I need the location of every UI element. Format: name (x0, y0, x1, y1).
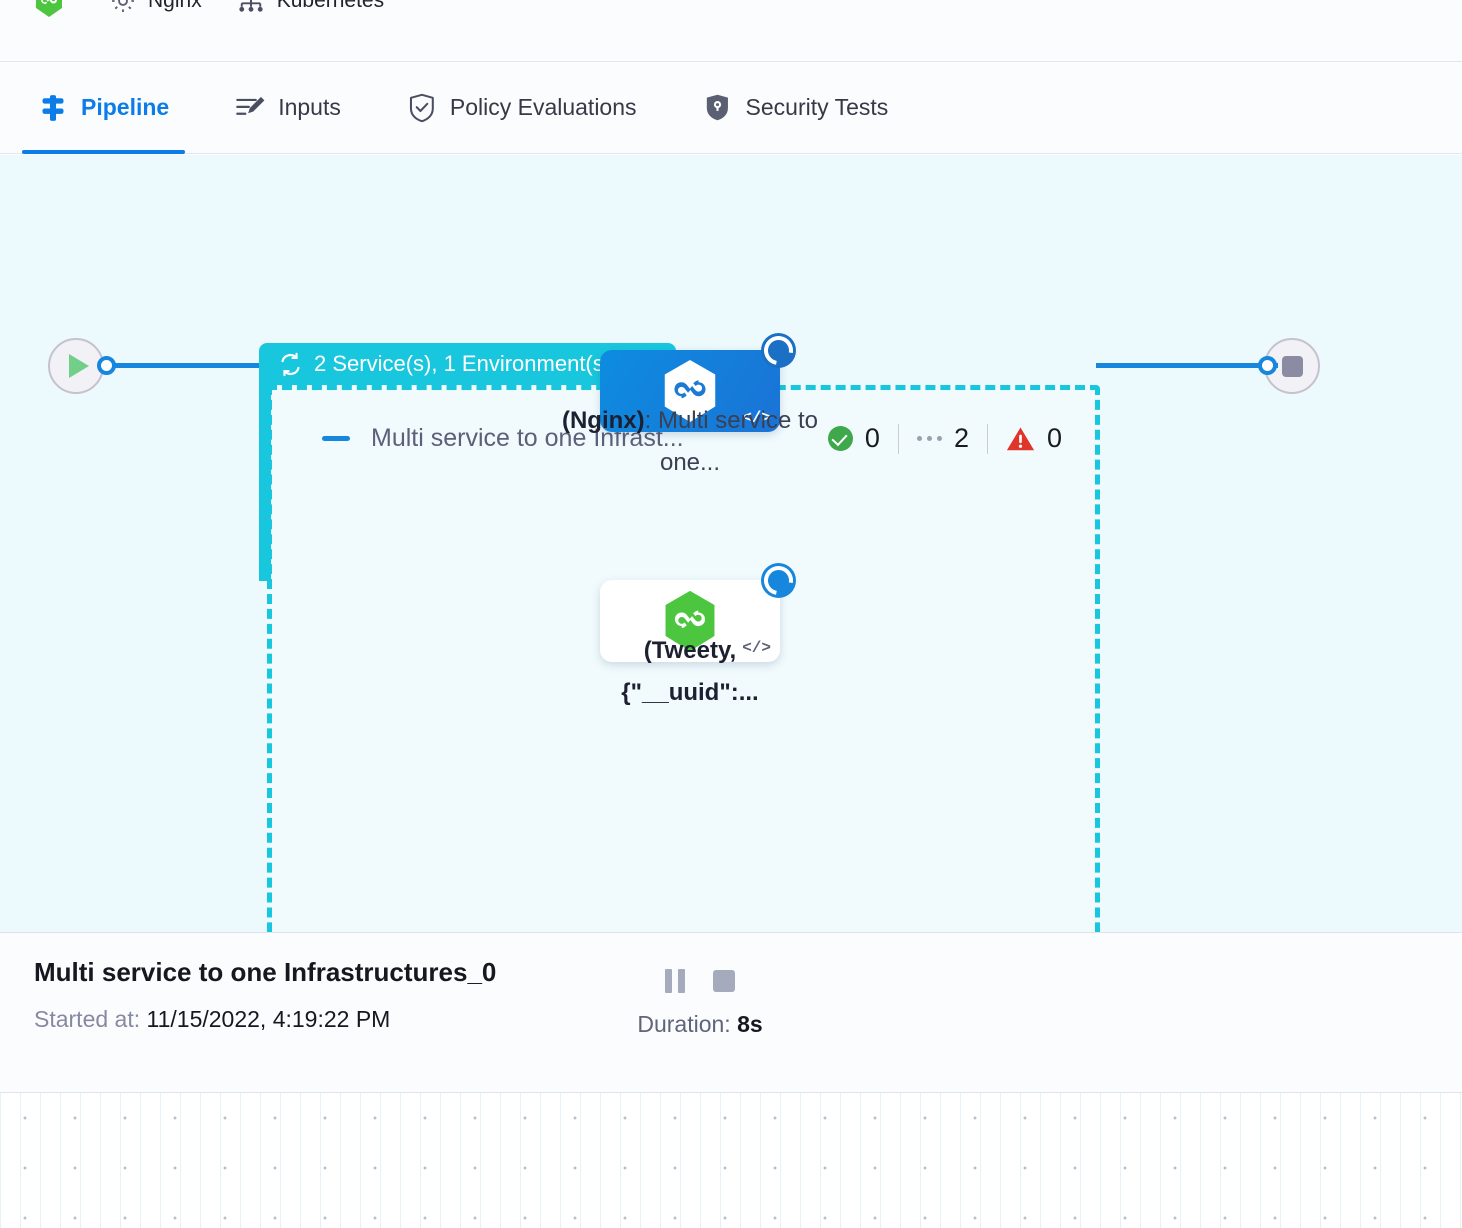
breadcrumb-item-environment[interactable]: Kubernetes (236, 0, 384, 16)
nginx-node-label-rest: : Multi service to one... (644, 407, 819, 476)
status-success: 0 (827, 423, 898, 454)
status-error-count: 0 (1046, 423, 1062, 453)
tab-pipeline-label: Pipeline (81, 94, 170, 120)
tab-bar: Pipeline Inputs Policy Evaluations (0, 62, 1462, 154)
edge-group-to-end (1096, 363, 1278, 368)
hexagon-infinity-green-icon (660, 589, 720, 653)
status-success-count: 0 (864, 423, 880, 453)
shield-security-icon (703, 93, 733, 123)
group-rail (259, 365, 271, 581)
minus-icon[interactable] (322, 436, 350, 441)
tab-inputs-label: Inputs (278, 94, 341, 120)
code-badge: </> (742, 639, 771, 657)
status-pending-count: 2 (953, 423, 969, 453)
execution-info-bar: Multi service to one Infrastructures_0 S… (0, 932, 1462, 1092)
start-node[interactable] (48, 338, 104, 394)
hexagon-infinity-white-icon (659, 358, 721, 424)
rotate-loop-icon (278, 352, 303, 377)
status-pending: 2 (899, 423, 987, 454)
tab-security-tests[interactable]: Security Tests (703, 62, 911, 154)
tab-policy-evaluations-label: Policy Evaluations (449, 94, 637, 120)
breadcrumb-item-logo[interactable] (34, 0, 75, 18)
pipeline-canvas[interactable]: 2 Service(s), 1 Environment(s) Multi ser… (0, 155, 1462, 932)
pipeline-icon (38, 93, 68, 123)
breadcrumb-label-2: Kubernetes (276, 0, 385, 12)
tweety-service-node[interactable]: </> (600, 563, 796, 662)
tweety-node-label: (Tweety, {"__uuid":... (560, 630, 820, 714)
breadcrumb-label-1: Nginx (148, 0, 202, 12)
execution-summary: Multi service to one Infrastructures_0 S… (34, 957, 496, 1033)
duration-text: Duration: 8s (610, 1011, 790, 1038)
execution-title: Multi service to one Infrastructures_0 (34, 957, 497, 987)
play-icon (69, 354, 89, 378)
breadcrumb-item-service[interactable]: Nginx (109, 0, 202, 15)
started-label: Started at: (34, 1006, 141, 1032)
end-node[interactable] (1264, 338, 1320, 394)
tab-pipeline[interactable]: Pipeline (21, 62, 191, 154)
stop-icon (1281, 355, 1303, 377)
code-badge: </> (742, 409, 771, 427)
spinner-icon (761, 563, 796, 598)
nginx-node-label-bold: (Nginx) (561, 407, 645, 434)
breadcrumb: Nginx Kubernetes (0, 0, 1462, 62)
edge-start-to-group (100, 363, 273, 368)
inputs-icon (235, 93, 265, 123)
check-circle-icon (827, 426, 853, 451)
tab-inputs[interactable]: Inputs (235, 62, 363, 154)
hexagon-infinity-green-icon (34, 0, 64, 18)
execution-started: Started at: 11/15/2022, 4:19:22 PM (34, 1006, 496, 1033)
group-status-summary: 0 2 0 (827, 423, 1062, 454)
started-value: 11/15/2022, 4:19:22 PM (146, 1006, 391, 1032)
gear-icon (109, 0, 137, 15)
duration-label: Duration: (637, 1011, 731, 1037)
shield-check-icon (407, 93, 437, 123)
warning-triangle-icon (1006, 426, 1035, 452)
duration-value: 8s (737, 1011, 763, 1037)
execution-controls: Duration: 8s (610, 969, 790, 1038)
tweety-node-label-rest: {"__uuid":... (621, 679, 759, 706)
pause-icon[interactable] (665, 969, 685, 993)
group-header: Multi service to one Infrast... 0 2 (322, 423, 1062, 454)
stop-icon[interactable] (713, 970, 735, 992)
nginx-node-label: (Nginx): Multi service to one... (560, 400, 820, 484)
spinner-icon (761, 333, 796, 368)
kubernetes-icon (236, 0, 266, 16)
end-connector-dot[interactable] (1258, 356, 1277, 375)
divider (986, 423, 988, 454)
start-connector-dot[interactable] (97, 356, 116, 375)
tweety-node-label-bold: (Tweety, (643, 637, 737, 664)
tab-policy-evaluations[interactable]: Policy Evaluations (407, 62, 659, 154)
group-tab-text: 2 Service(s), 1 Environment(s) (314, 351, 612, 376)
canvas-dot-grid (0, 1092, 1462, 1228)
divider (897, 423, 899, 454)
dots-icon (916, 436, 942, 441)
status-error: 0 (988, 423, 1062, 454)
nginx-service-node[interactable]: </> (600, 333, 796, 432)
tab-security-tests-label: Security Tests (745, 94, 889, 120)
